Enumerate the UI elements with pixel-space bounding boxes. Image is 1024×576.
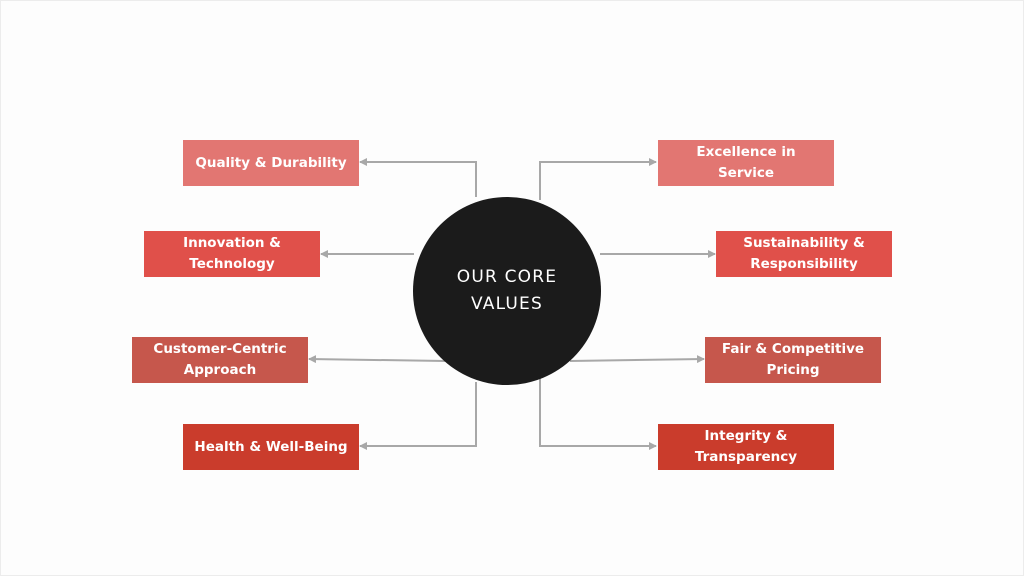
- connector-integrity: [539, 378, 657, 450]
- center-label: OUR CORE VALUES: [456, 267, 558, 314]
- center-circle: OUR CORE VALUES: [413, 197, 601, 385]
- value-box-innovation-technology: Innovation & Technology: [144, 231, 320, 277]
- value-box-sustainability-responsibility: Sustainability & Responsibility: [716, 231, 892, 277]
- value-box-quality-durability: Quality & Durability: [183, 140, 359, 186]
- value-box-excellence-service: Excellence in Service: [658, 140, 834, 186]
- connector-excellence: [539, 158, 657, 200]
- connector-customer: [308, 355, 446, 364]
- value-box-health-well-being: Health & Well-Being: [183, 424, 359, 470]
- value-box-fair-competitive-pricing: Fair & Competitive Pricing: [705, 337, 881, 383]
- connector-health: [359, 382, 477, 450]
- value-box-customer-centric: Customer-Centric Approach: [132, 337, 308, 383]
- value-box-integrity-transparency: Integrity & Transparency: [658, 424, 834, 470]
- connector-fair: [569, 355, 705, 364]
- connector-quality: [359, 158, 477, 197]
